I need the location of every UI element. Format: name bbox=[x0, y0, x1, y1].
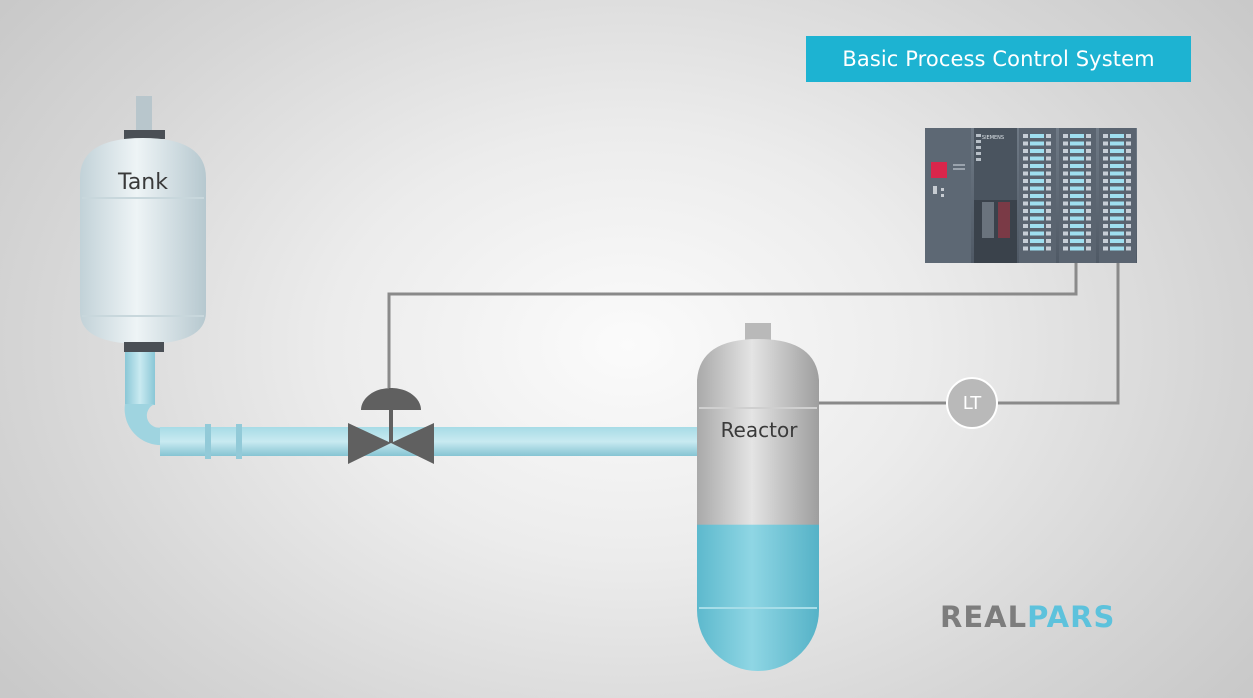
valve-control-line bbox=[387, 262, 1078, 388]
level-transmitter bbox=[946, 377, 998, 429]
tank bbox=[80, 96, 206, 352]
logo-part-real: REAL bbox=[940, 600, 1028, 634]
diagram-title: Basic Process Control System bbox=[806, 36, 1191, 82]
control-valve bbox=[348, 388, 434, 464]
plc-rack: SIEMENS bbox=[925, 128, 1137, 263]
reactor bbox=[697, 323, 819, 671]
plc-brand: SIEMENS bbox=[982, 135, 1004, 141]
level-signal-line bbox=[818, 262, 1120, 405]
realpars-logo: REALPARS bbox=[940, 600, 1115, 634]
signal-lines bbox=[387, 262, 1120, 405]
level-transmitter-label: LT bbox=[962, 393, 982, 414]
logo-part-pars: PARS bbox=[1027, 600, 1116, 634]
reactor-label: Reactor bbox=[720, 418, 798, 442]
tank-label: Tank bbox=[118, 170, 168, 195]
